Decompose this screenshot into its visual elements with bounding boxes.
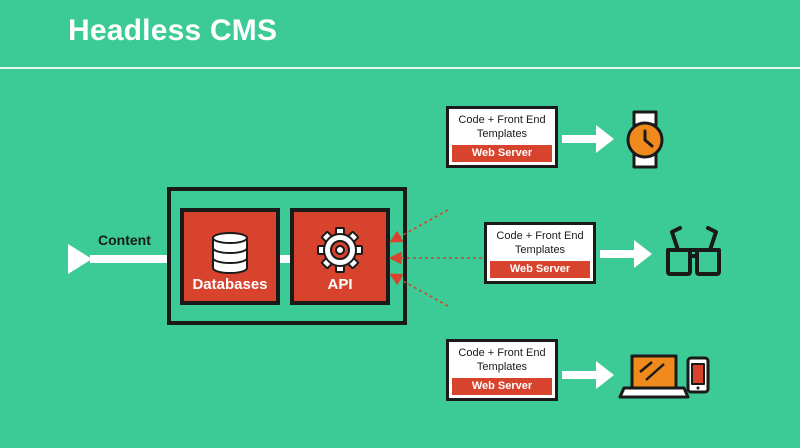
db-api-connector: [278, 255, 292, 263]
web-server-label: Web Server: [490, 261, 590, 278]
title-divider: [0, 67, 800, 69]
templates-label: Code + Front End Templates: [458, 114, 546, 140]
server-card-3: Code + Front End Templates Web Server: [446, 339, 558, 401]
laptop-phone-icon: [618, 354, 710, 399]
databases-label: Databases: [192, 276, 268, 293]
api-label: API: [327, 276, 353, 293]
server-card-1: Code + Front End Templates Web Server: [446, 106, 558, 168]
web-server-label: Web Server: [452, 145, 552, 162]
watch-icon: [626, 110, 664, 169]
templates-label: Code + Front End Templates: [458, 347, 546, 373]
device-arrow-2: [600, 240, 652, 268]
templates-label: Code + Front End Templates: [496, 230, 584, 256]
cms-frame: [167, 187, 407, 325]
device-arrow-3: [562, 361, 614, 389]
vr-glasses-icon: [666, 226, 721, 276]
page-title: Headless CMS: [68, 14, 278, 47]
content-label: Content: [98, 232, 151, 248]
api-request-arrows: [388, 209, 482, 307]
web-server-label: Web Server: [452, 378, 552, 395]
gear-icon: [317, 227, 363, 273]
databases-block: [180, 208, 280, 305]
server-card-2: Code + Front End Templates Web Server: [484, 222, 596, 284]
database-icon: [212, 232, 248, 274]
content-flow-arrow: [68, 244, 168, 274]
api-block: [290, 208, 390, 305]
device-arrow-1: [562, 125, 614, 153]
